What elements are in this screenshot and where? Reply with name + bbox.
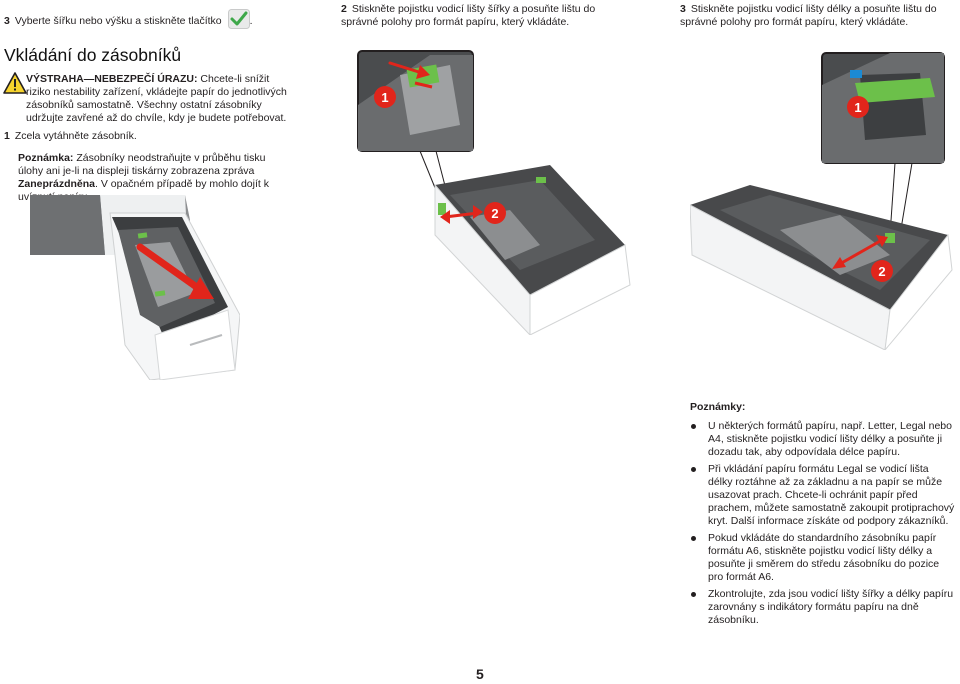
step-text: Zcela vytáhněte zásobník.: [14, 130, 137, 142]
length-guide-illustration: 1 2: [689, 45, 958, 352]
step-text: Vyberte šířku nebo výšku a stiskněte tla…: [14, 15, 222, 27]
warning-lead: VÝSTRAHA—NEBEZPEČÍ ÚRAZU:: [26, 73, 198, 85]
warning-body: Chcete-li snížit riziko nestability zaří…: [26, 73, 287, 124]
list-item: Pokud vkládáte do standardního zásobníku…: [690, 532, 955, 584]
step-text-end: .: [249, 15, 253, 27]
notes-section: Poznámky: U některých formátů papíru, na…: [690, 401, 955, 631]
step-3-instruction: 3 Vyberte šířku nebo výšku a stiskněte tl…: [4, 9, 324, 29]
step-text: Stiskněte pojistku vodicí lišty délky a …: [680, 3, 937, 28]
step-number: 1: [4, 130, 10, 142]
width-guide-illustration: 1 2: [340, 45, 640, 337]
step-number: 2: [341, 3, 347, 15]
step-number: 3: [680, 3, 686, 15]
list-item: Při vkládání papíru formátu Legal se vod…: [690, 463, 955, 528]
step-number: 3: [4, 15, 10, 27]
callout-1: 1: [381, 90, 388, 105]
list-item: Zkontrolujte, zda jsou vodicí lišty šířk…: [690, 588, 955, 627]
section-title: Vkládání do zásobníků: [4, 45, 182, 65]
checkmark-button-icon: [227, 9, 250, 29]
warning-triangle-icon: [3, 72, 27, 96]
page-number: 5: [476, 666, 484, 682]
notes-list: U některých formátů papíru, např. Letter…: [690, 420, 955, 627]
list-item: U některých formátů papíru, např. Letter…: [690, 420, 955, 459]
warning-text: VÝSTRAHA—NEBEZPEČÍ ÚRAZU: Chcete-li sníž…: [26, 73, 288, 125]
step-1-instruction: 1 Zcela vytáhněte zásobník.: [4, 130, 137, 143]
callout-1: 1: [854, 100, 861, 115]
step-text: Stiskněte pojistku vodicí lišty šířky a …: [341, 3, 596, 28]
tray-pull-out-illustration: [0, 195, 241, 381]
note-text: Poznámka: Zásobníky neodstraňujte v průb…: [18, 152, 269, 203]
callout-2: 2: [878, 264, 885, 279]
notes-heading: Poznámky:: [690, 401, 746, 413]
note-lead: Poznámka:: [18, 152, 74, 164]
busy-message: Zaneprázdněna: [18, 178, 96, 190]
callout-2: 2: [491, 206, 498, 221]
